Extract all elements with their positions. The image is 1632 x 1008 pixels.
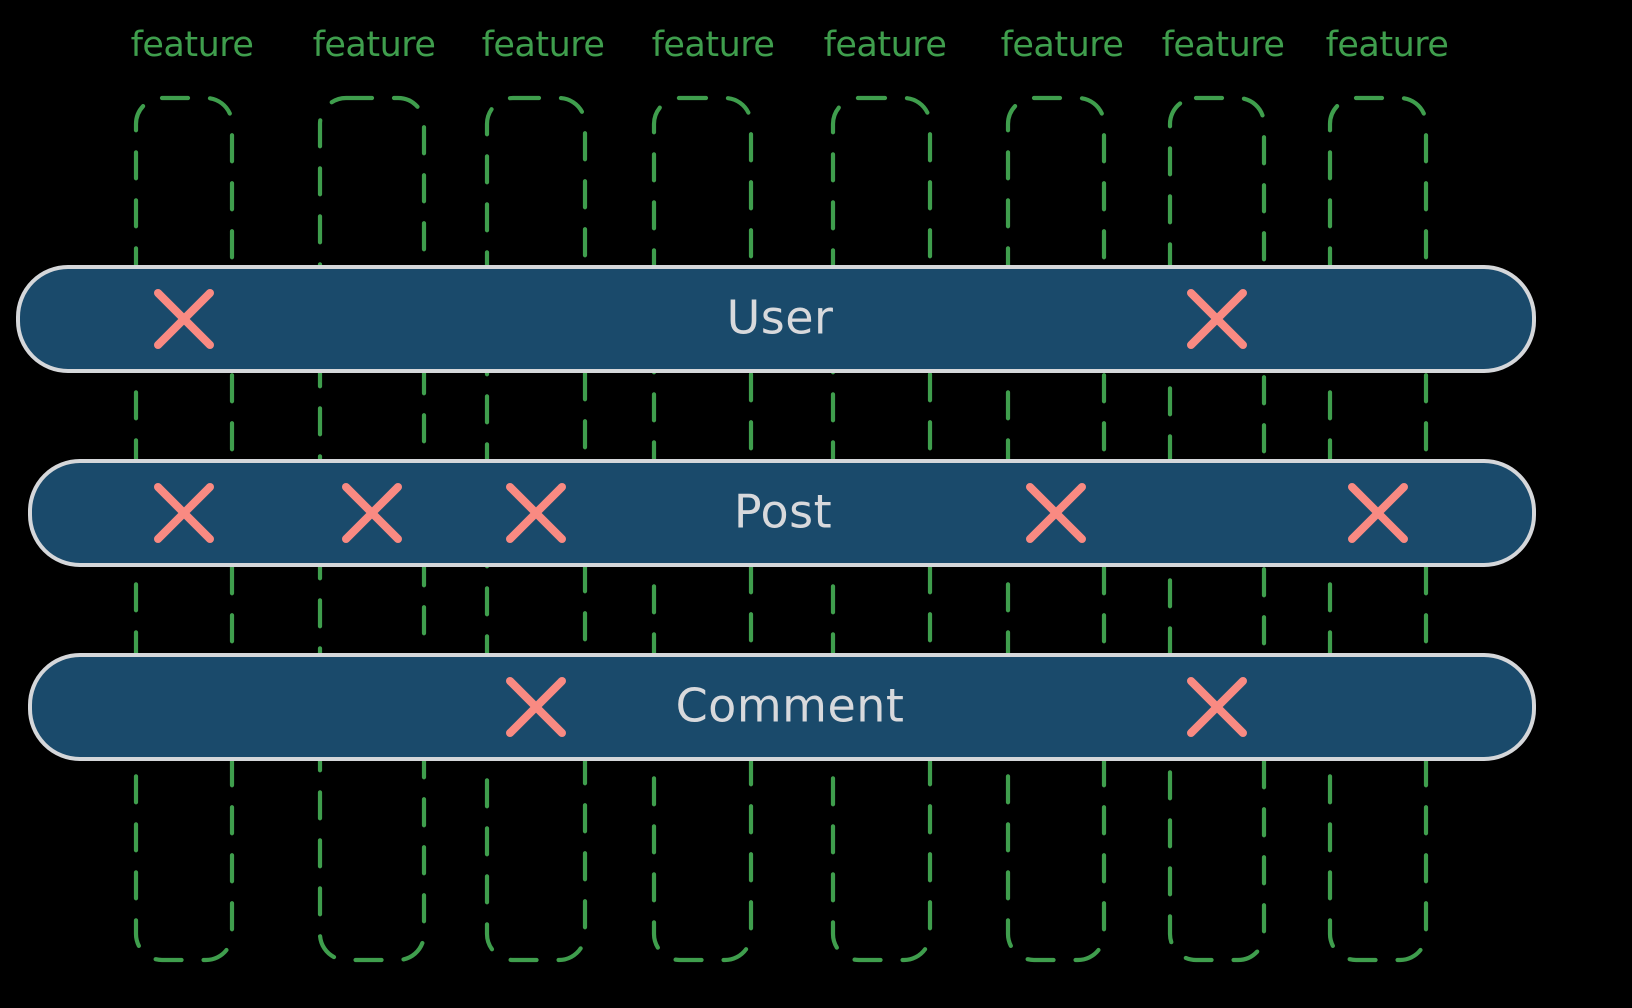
feature-label-4: feature (652, 25, 775, 65)
cross-mark-post-col2 (342, 483, 402, 543)
entity-label-user: User (727, 291, 834, 345)
cross-mark-comment-col7 (1187, 677, 1247, 737)
cross-mark-post-col3 (506, 483, 566, 543)
feature-label-group: feature feature feature feature feature featu… (131, 25, 1449, 65)
cross-mark-group (154, 289, 1408, 737)
feature-label-2: feature (313, 25, 436, 65)
entity-label-comment: Comment (676, 679, 905, 733)
entity-bar-post[interactable] (28, 459, 1536, 567)
cross-mark-user-col1 (154, 289, 214, 349)
feature-label-1: feature (131, 25, 254, 65)
cross-mark-comment-col3 (506, 677, 566, 737)
entity-label-post: Post (734, 485, 832, 539)
feature-label-6: feature (1001, 25, 1124, 65)
entity-bar-group (16, 265, 1536, 761)
entity-bar-comment[interactable] (28, 653, 1536, 761)
cross-mark-post-col6 (1026, 483, 1086, 543)
feature-label-5: feature (824, 25, 947, 65)
feature-label-3: feature (482, 25, 605, 65)
entity-bar-user[interactable] (16, 265, 1536, 373)
cross-mark-post-col1 (154, 483, 214, 543)
feature-label-7: feature (1162, 25, 1285, 65)
cross-mark-user-col7 (1187, 289, 1247, 349)
cross-mark-post-col8 (1348, 483, 1408, 543)
feature-label-8: feature (1326, 25, 1449, 65)
